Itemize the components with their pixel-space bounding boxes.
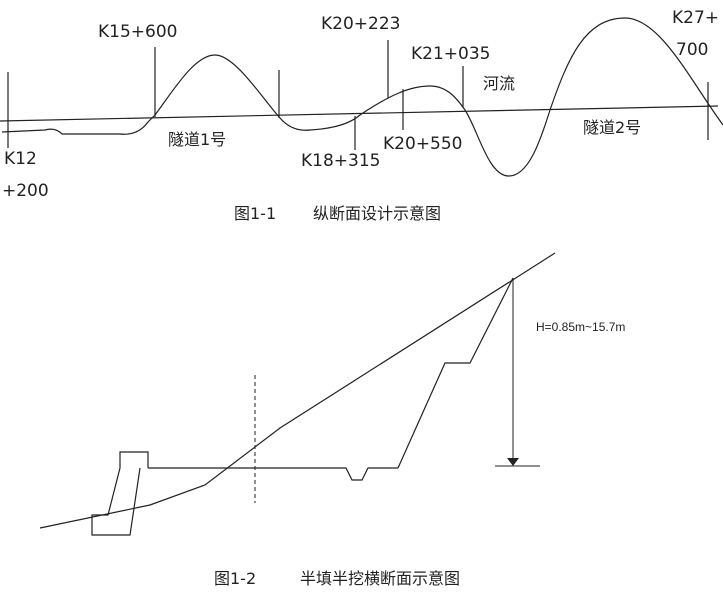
original-ground-line	[39, 252, 556, 529]
label-k15-600: K15+600	[98, 22, 177, 42]
label-k20-550: K20+550	[383, 134, 462, 154]
design-grade-line	[0, 105, 719, 122]
label-tunnel-1: 隧道1号	[168, 130, 226, 149]
retaining-wall	[91, 451, 149, 536]
label-k20-223: K20+223	[321, 14, 400, 34]
roadbed-surface	[148, 467, 398, 481]
label-k21-035: K21+035	[411, 44, 490, 64]
caption-1-2-number: 图1-2	[214, 569, 256, 588]
caption-1-2-text: 半填半挖横断面示意图	[300, 569, 460, 588]
label-tunnel-2: 隧道2号	[583, 118, 641, 137]
label-k27: K27+	[672, 8, 719, 28]
label-k12: K12	[4, 149, 37, 169]
elevation-marker-icon	[507, 458, 519, 466]
label-k27-sub: 700	[676, 40, 708, 60]
cut-slope-line	[397, 277, 514, 469]
label-k18-315: K18+315	[301, 151, 380, 171]
caption-1-1-number: 图1-1	[234, 204, 276, 223]
figure-1-1: K12 +200 K15+600 K18+315 K20+223 K20+550…	[0, 8, 723, 223]
label-height-range: H=0.85m~15.7m	[536, 320, 625, 334]
label-k12-sub: +200	[2, 181, 49, 201]
figure-1-2: H=0.85m~15.7m 图1-2 半填半挖横断面示意图	[39, 252, 625, 588]
label-river: 河流	[483, 74, 515, 93]
caption-1-1-text: 纵断面设计示意图	[313, 204, 441, 223]
